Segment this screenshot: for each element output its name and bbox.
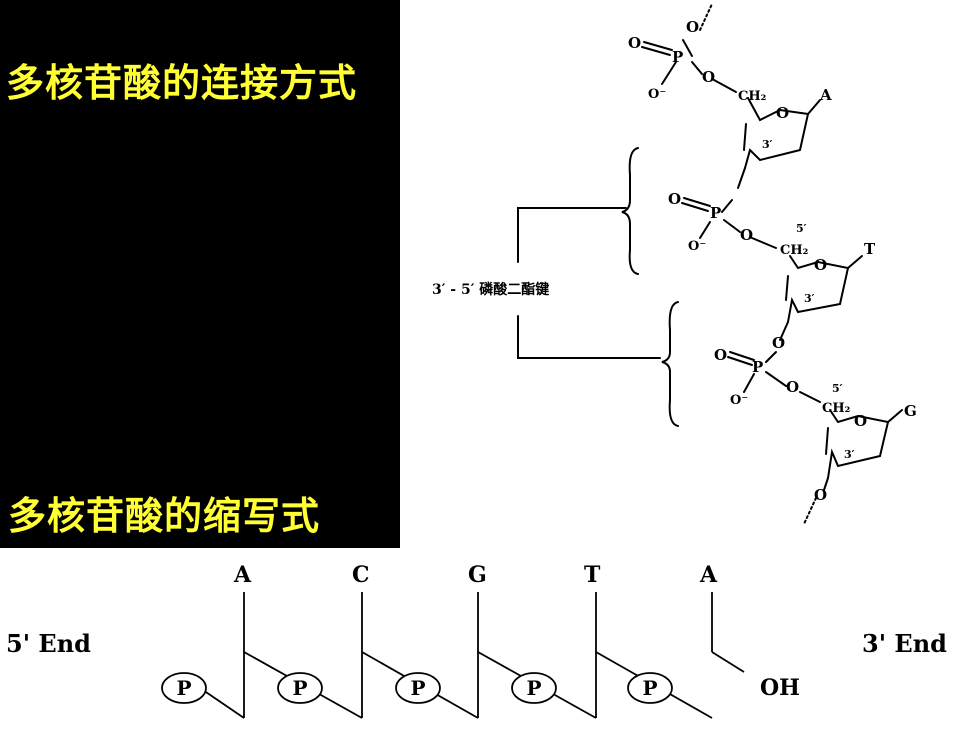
ch2-label: CH₂ [738, 89, 766, 104]
oxygen-label: O [668, 190, 681, 208]
base-label-a: A [819, 86, 832, 104]
bracket-upper-arm [517, 207, 627, 263]
oxygen-label: O [730, 0, 743, 4]
sugar-ring-3 [825, 409, 890, 479]
bond [743, 373, 755, 393]
phosphorus-label: P [672, 48, 683, 66]
bond [641, 41, 673, 56]
phosphate-circle [395, 672, 441, 704]
base-letter: C [352, 562, 370, 588]
oxygen-label: O [686, 18, 699, 36]
prime-3-label: 3′ [804, 292, 815, 305]
bond [681, 197, 711, 212]
base-bond-a [807, 99, 821, 115]
linkage-title: 多核苷酸的连接方式 [6, 61, 358, 105]
phosphate-label: P [526, 676, 541, 700]
o-minus-label: O⁻ [688, 239, 706, 254]
bond [691, 61, 703, 75]
phosphate-label: P [292, 676, 307, 700]
bond [727, 351, 755, 366]
prime-3-label: 3′ [762, 138, 773, 151]
ring-oxygen-label: O [854, 412, 867, 430]
bond [737, 167, 746, 189]
bond [682, 39, 693, 57]
base-letter: T [584, 562, 601, 588]
oxygen-label: O [714, 346, 727, 364]
ch2-label: CH₂ [822, 401, 850, 416]
polynucleotide-shorthand-diagram: 5' End 3' End A C G T A P P P P P OH [6, 562, 947, 719]
chain-top-dots [699, 3, 713, 31]
ring-oxygen-label: O [776, 104, 789, 122]
sugar-ring-2 [785, 255, 850, 323]
phosphodiester-structure-diagram: O O P O⁻ O CH₂ O A 3′ O O P O⁻ O 5′ CH₂ … [432, 0, 917, 525]
base-letter: A [699, 562, 718, 588]
oxygen-label: O [628, 34, 641, 52]
prime-5-label: 5′ [832, 382, 843, 395]
bond [823, 477, 829, 491]
five-prime-end-label: 5' End [6, 629, 91, 658]
prime-5-label: 5′ [796, 222, 807, 235]
bond [779, 321, 789, 341]
brace-upper [621, 147, 639, 275]
oxygen-label: O [740, 226, 753, 244]
phosphate-circle [277, 672, 323, 704]
phosphorus-label: P [710, 204, 721, 222]
base-letter: G [468, 562, 487, 588]
bond [699, 221, 711, 239]
bracket-lower-arm [517, 315, 661, 359]
chain-bottom-dots [803, 497, 817, 525]
base-letter: A [233, 562, 252, 588]
base-label-t: T [864, 240, 876, 258]
ring-oxygen-label: O [814, 256, 827, 274]
brace-lower [661, 301, 679, 427]
o-minus-label: O⁻ [730, 393, 748, 408]
prime-3-label: 3′ [844, 448, 855, 461]
bond [765, 371, 787, 387]
hydroxyl-label: OH [760, 675, 800, 701]
bond [713, 79, 737, 93]
phosphate-circle [161, 672, 207, 704]
oxygen-label: O [814, 486, 827, 504]
bond [799, 391, 821, 403]
sugar-ring-1 [743, 97, 810, 169]
bond [751, 237, 777, 249]
phosphate-circle [627, 672, 673, 704]
phosphate-circle [511, 672, 557, 704]
base-bond-t [847, 255, 863, 269]
phosphate-label: P [642, 676, 657, 700]
oxygen-label: O [702, 68, 715, 86]
phosphodiester-bond-label: 3′ - 5′ 磷酸二酯键 [432, 281, 550, 298]
oxygen-label: O [786, 378, 799, 396]
phosphate-label: P [176, 676, 191, 700]
base-bond-g [887, 409, 903, 423]
oxygen-label: O [772, 334, 785, 352]
bond [661, 61, 677, 85]
phosphate-label: P [410, 676, 425, 700]
base-label-g: G [904, 402, 917, 420]
bond [765, 351, 777, 363]
title-panel: 多核苷酸的连接方式 多核苷酸的缩写式 [0, 0, 400, 548]
three-prime-end-label: 3' End [862, 629, 947, 658]
shorthand-title: 多核苷酸的缩写式 [8, 494, 321, 538]
ch2-label: CH₂ [780, 243, 808, 258]
o-minus-label: O⁻ [648, 87, 666, 102]
phosphorus-label: P [752, 358, 763, 376]
bond [723, 219, 741, 233]
bond [721, 199, 733, 213]
